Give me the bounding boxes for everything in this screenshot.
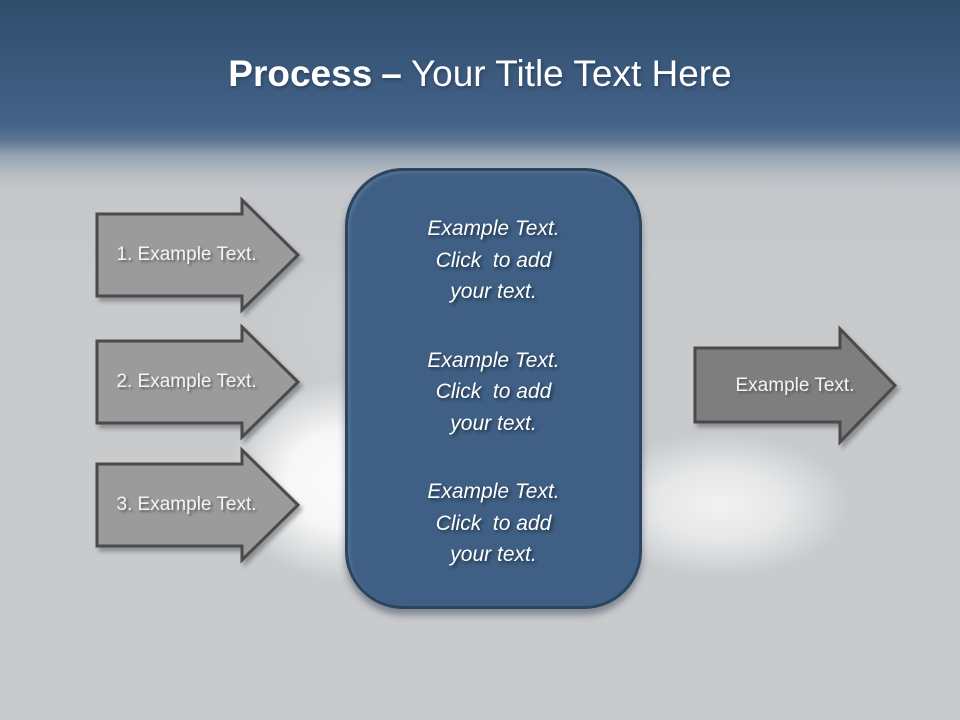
slide-title-dash: – [381,53,402,94]
step-arrow-1: 1. Example Text. [95,196,301,314]
process-summary-box: Example Text. Click to add your text. Ex… [345,168,642,609]
step-arrow-3-label: 3. Example Text. [116,494,257,515]
box-text-line: Example Text. [427,217,560,240]
box-text-block-1: Example Text. Click to add your text. [427,213,559,308]
box-text-line: Click to add [435,248,552,272]
box-text-line: your text. [450,543,537,566]
slide-title: Process–Your Title Text Here [0,52,960,96]
output-arrow: Example Text. [693,325,898,446]
step-arrow-2-label: 2. Example Text. [116,371,257,392]
right-arrow-shape-icon [693,325,898,446]
right-arrow-shape-icon [95,446,301,564]
step-arrow-3: 3. Example Text. [95,446,301,564]
slide-title-rest: Your Title Text Here [410,53,732,94]
right-arrow-shape-icon [95,323,301,441]
process-summary-box-content: Example Text. Click to add your text. Ex… [348,171,639,606]
slide-title-emphasis: Process [228,53,373,94]
right-arrow-shape-icon [95,196,301,314]
box-text-line: Example Text. [427,348,560,372]
box-text-line: Example Text. [427,480,560,503]
output-arrow-label: Example Text. [735,374,855,396]
step-arrow-2: 2. Example Text. [95,323,301,441]
step-arrow-1-label: 1. Example Text. [116,244,257,265]
box-text-line: Click to add [435,380,552,403]
box-text-block-3: Example Text. Click to add your text. [427,476,559,571]
box-text-line: your text. [450,411,537,435]
box-text-line: your text. [450,280,537,303]
box-text-block-2: Example Text. Click to add your text. [427,345,559,440]
box-text-line: Click to add [435,511,552,535]
